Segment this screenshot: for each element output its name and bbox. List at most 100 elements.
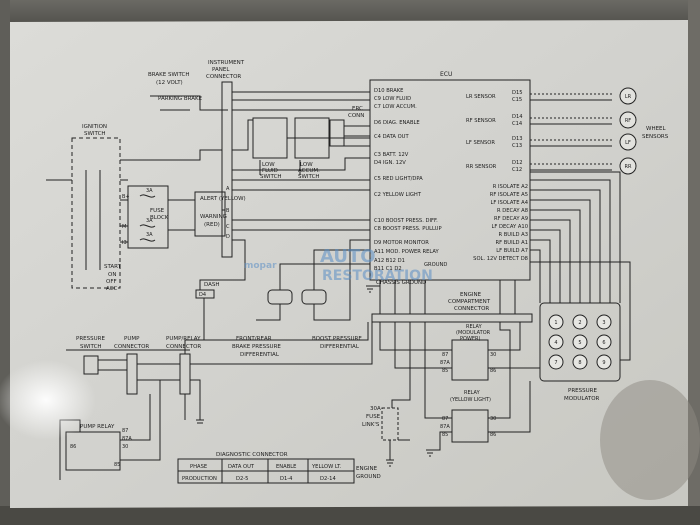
warning-red-label: (RED) [204,222,220,228]
wheel-sensors-label: SENSORS [642,134,669,140]
relay-yellow-label: (YELLOW LIGHT) [450,397,491,403]
ipc-pin: A [226,186,230,192]
modulator-valve-label: 6 [602,340,605,346]
brake-switch-label: (12 VOLT) [156,80,183,86]
pump-relay-pin: 87A [122,436,132,442]
pump-relay-pin: 87 [122,428,128,434]
ign-terminal: B+ [122,194,130,200]
modulator-valve-label: 8 [578,360,581,366]
sensor-label: RR SENSOR [466,164,497,170]
instrument-panel-label: PANEL [212,67,230,73]
reflection-shadow [600,380,700,500]
ipc-pin: B [226,208,230,214]
relay-yellow-label: RELAY [464,390,481,396]
ecu-pin-label: B11 C1 D2 [374,266,402,272]
wheel-label: RF [625,118,631,124]
ecu-pin-label: D4 IGN. 12V [374,160,406,166]
modulator-valve-label: 1 [554,320,557,326]
ecu-pin-label: LF DECAY A10 [491,224,528,230]
relay-pin-label: 86 [490,368,496,374]
ecu-pin-label: C3 BATT. 12V [374,152,409,158]
relay-yellow-box [451,409,489,443]
ecu-pin-label: C2 YELLOW LIGHT [374,192,422,198]
diag-header: ENABLE [276,464,296,470]
pressure-modulator-label: PRESSURE [568,388,597,394]
ecu-pin-label: RF BUILD A1 [495,240,528,246]
ignition-position-label: ON [108,272,116,278]
pump-relay-connector-label: PUMP/RELAY [166,336,201,342]
ecu-pin-label: RF DECAY A9 [494,216,528,222]
pump-connector-bar [126,353,138,395]
modulator-valve-label: 2 [578,320,581,326]
diag-header: DATA OUT [228,464,255,470]
diag-cell: D2-5 [236,476,248,482]
low-accum-switch-label: SWITCH [298,174,320,180]
diag-table-title: DIAGNOSTIC CONNECTOR [216,452,288,458]
fuse-rating: 3A [146,188,153,194]
relay-pin-label: 30 [490,416,496,422]
dash-pin-label: D4 [199,292,206,298]
monitor-top-bezel [0,0,700,22]
sensor-pin: C12 [512,167,522,173]
watermark-auto: AUTO [320,246,376,267]
sensor-pin: D14 [512,114,523,120]
relay-pin-label: 85 [442,368,448,374]
watermark-mopar: mopar [244,261,277,271]
wheel-label: RR [625,164,632,170]
pump-relay-pin: 86 [70,444,76,450]
sensor-pin: C15 [512,97,522,103]
monitor-right-bezel [688,0,700,525]
wheel-label: LF [625,140,631,146]
sensor-pin: D15 [512,90,523,96]
boost-pressure-label: BOOST PRESSURE [312,336,362,342]
ign-terminal: I3 [122,240,127,246]
relay-modulator-label: POWER) [460,336,481,342]
ignition-position-label: OFF [106,279,117,285]
pump-relay-pin: 30 [122,444,128,450]
sensor-label: LF SENSOR [466,140,495,146]
ignition-position-label: START [104,264,122,270]
sensor-pin: C14 [512,121,523,127]
ignition-switch-label: SWITCH [84,131,106,137]
brake-switch-label: BRAKE SWITCH [148,72,190,78]
relay-pin-label: 87A [440,360,450,366]
front-rear-label: DIFFERENTIAL [240,352,280,358]
diag-cell: PRODUCTION [182,476,217,482]
ignition-switch-box [71,137,121,289]
fuse-link-label: 30A [370,406,381,412]
ecu-pin-label: SOL. 12V DETECT D8 [473,256,528,262]
relay-pin-label: 30 [490,352,496,358]
relay-modulator-box [451,339,489,381]
ecu-pin-label: R ISOLATE A2 [493,184,528,190]
ground-symbol-icon [196,285,434,467]
engine-compartment-label: ENGINE [460,292,482,298]
ignition-position-label: ACC [106,286,118,292]
ipc-pin: C [226,224,230,230]
ecu-pin-label: C7 LOW ACCUM. [374,104,417,110]
wheel-sensor-rf-icon [619,111,637,129]
ecu-pin-label: C5 RED LIGHT/DPA [374,176,423,182]
fuse-block-label: BLOCK [150,215,169,221]
sensor-pin: C13 [512,143,522,149]
alert-warning-box [194,191,226,237]
dash-label: DASH [204,282,220,288]
ecu-pin-label: D10 BRAKE [374,88,403,94]
pump-relay-pin: 85 [114,462,120,468]
ecu-pin-label: RF ISOLATE A5 [490,192,528,198]
ipc-pin: D [226,234,230,240]
relay-modulator-label: RELAY [466,324,483,330]
erc-conn-label: ERC [352,106,363,112]
relay-pin-label: 87A [440,424,450,430]
sensor-pin: D13 [512,136,523,142]
ecu-pin-label: LF BUILD A7 [496,248,528,254]
pump-relay-box [65,431,121,471]
front-rear-label: FRONT/REAR [236,336,272,342]
relay-pin-label: 87 [442,352,448,358]
low-fluid-switch-label: FLUID [262,168,278,174]
engine-ground-label: GROUND [356,474,381,480]
boost-pressure-label: DIFFERENTIAL [320,344,360,350]
sensor-label: LR SENSOR [466,94,496,100]
low-accum-switch-label: ACCUM. [298,168,320,174]
engine-compartment-label: COMPARTMENT [448,299,491,305]
